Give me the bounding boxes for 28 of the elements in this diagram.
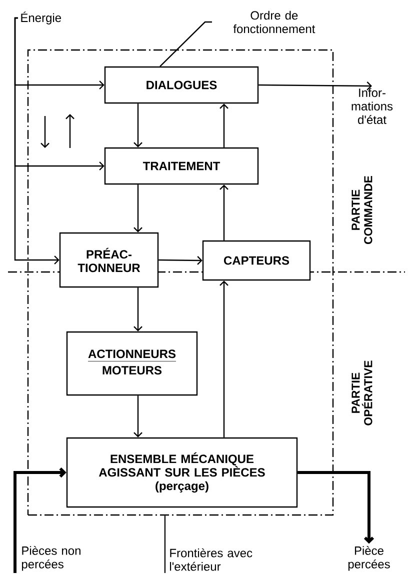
section-label: PARTIE OPÉRATIVE: [352, 360, 372, 426]
arrow: [14, 17, 60, 264]
process-box: ACTIONNEURS MOTEURS: [66, 331, 198, 396]
process-box: TRAITEMENT: [104, 147, 259, 185]
arrow: [220, 104, 228, 148]
energy-label: Énergie: [21, 12, 61, 24]
callout-text: Ordre de fonctionnement: [233, 10, 316, 34]
process-box: PRÉAC- TIONNEUR: [59, 232, 159, 288]
output-label: Pièce percées: [348, 546, 390, 571]
arrow: [220, 184, 228, 240]
arrow: [298, 471, 374, 544]
arrow: [134, 288, 142, 332]
arrow: [158, 256, 202, 265]
leader-line: [164, 516, 166, 573]
arrow: [258, 82, 372, 90]
arrow: [134, 396, 142, 438]
callout-text: Frontières avec l'extérieur: [170, 548, 252, 571]
boundary-frame: [27, 49, 334, 516]
arrow: [220, 280, 228, 438]
process-box: ENSEMBLE MÉCANIQUE AGISSANT SUR LES PIÈCES (perçage): [66, 437, 298, 508]
input-label: Pièces non percées: [22, 546, 80, 571]
arrow: [14, 467, 66, 573]
process-box: CAPTEURS: [202, 240, 311, 281]
arrow: [134, 184, 142, 232]
process-box: DIALOGUES: [104, 66, 259, 104]
arrow: [134, 104, 142, 148]
section-label: PARTIE COMMANDE: [352, 176, 372, 244]
output-label: Infor- mations d'état: [352, 88, 393, 124]
